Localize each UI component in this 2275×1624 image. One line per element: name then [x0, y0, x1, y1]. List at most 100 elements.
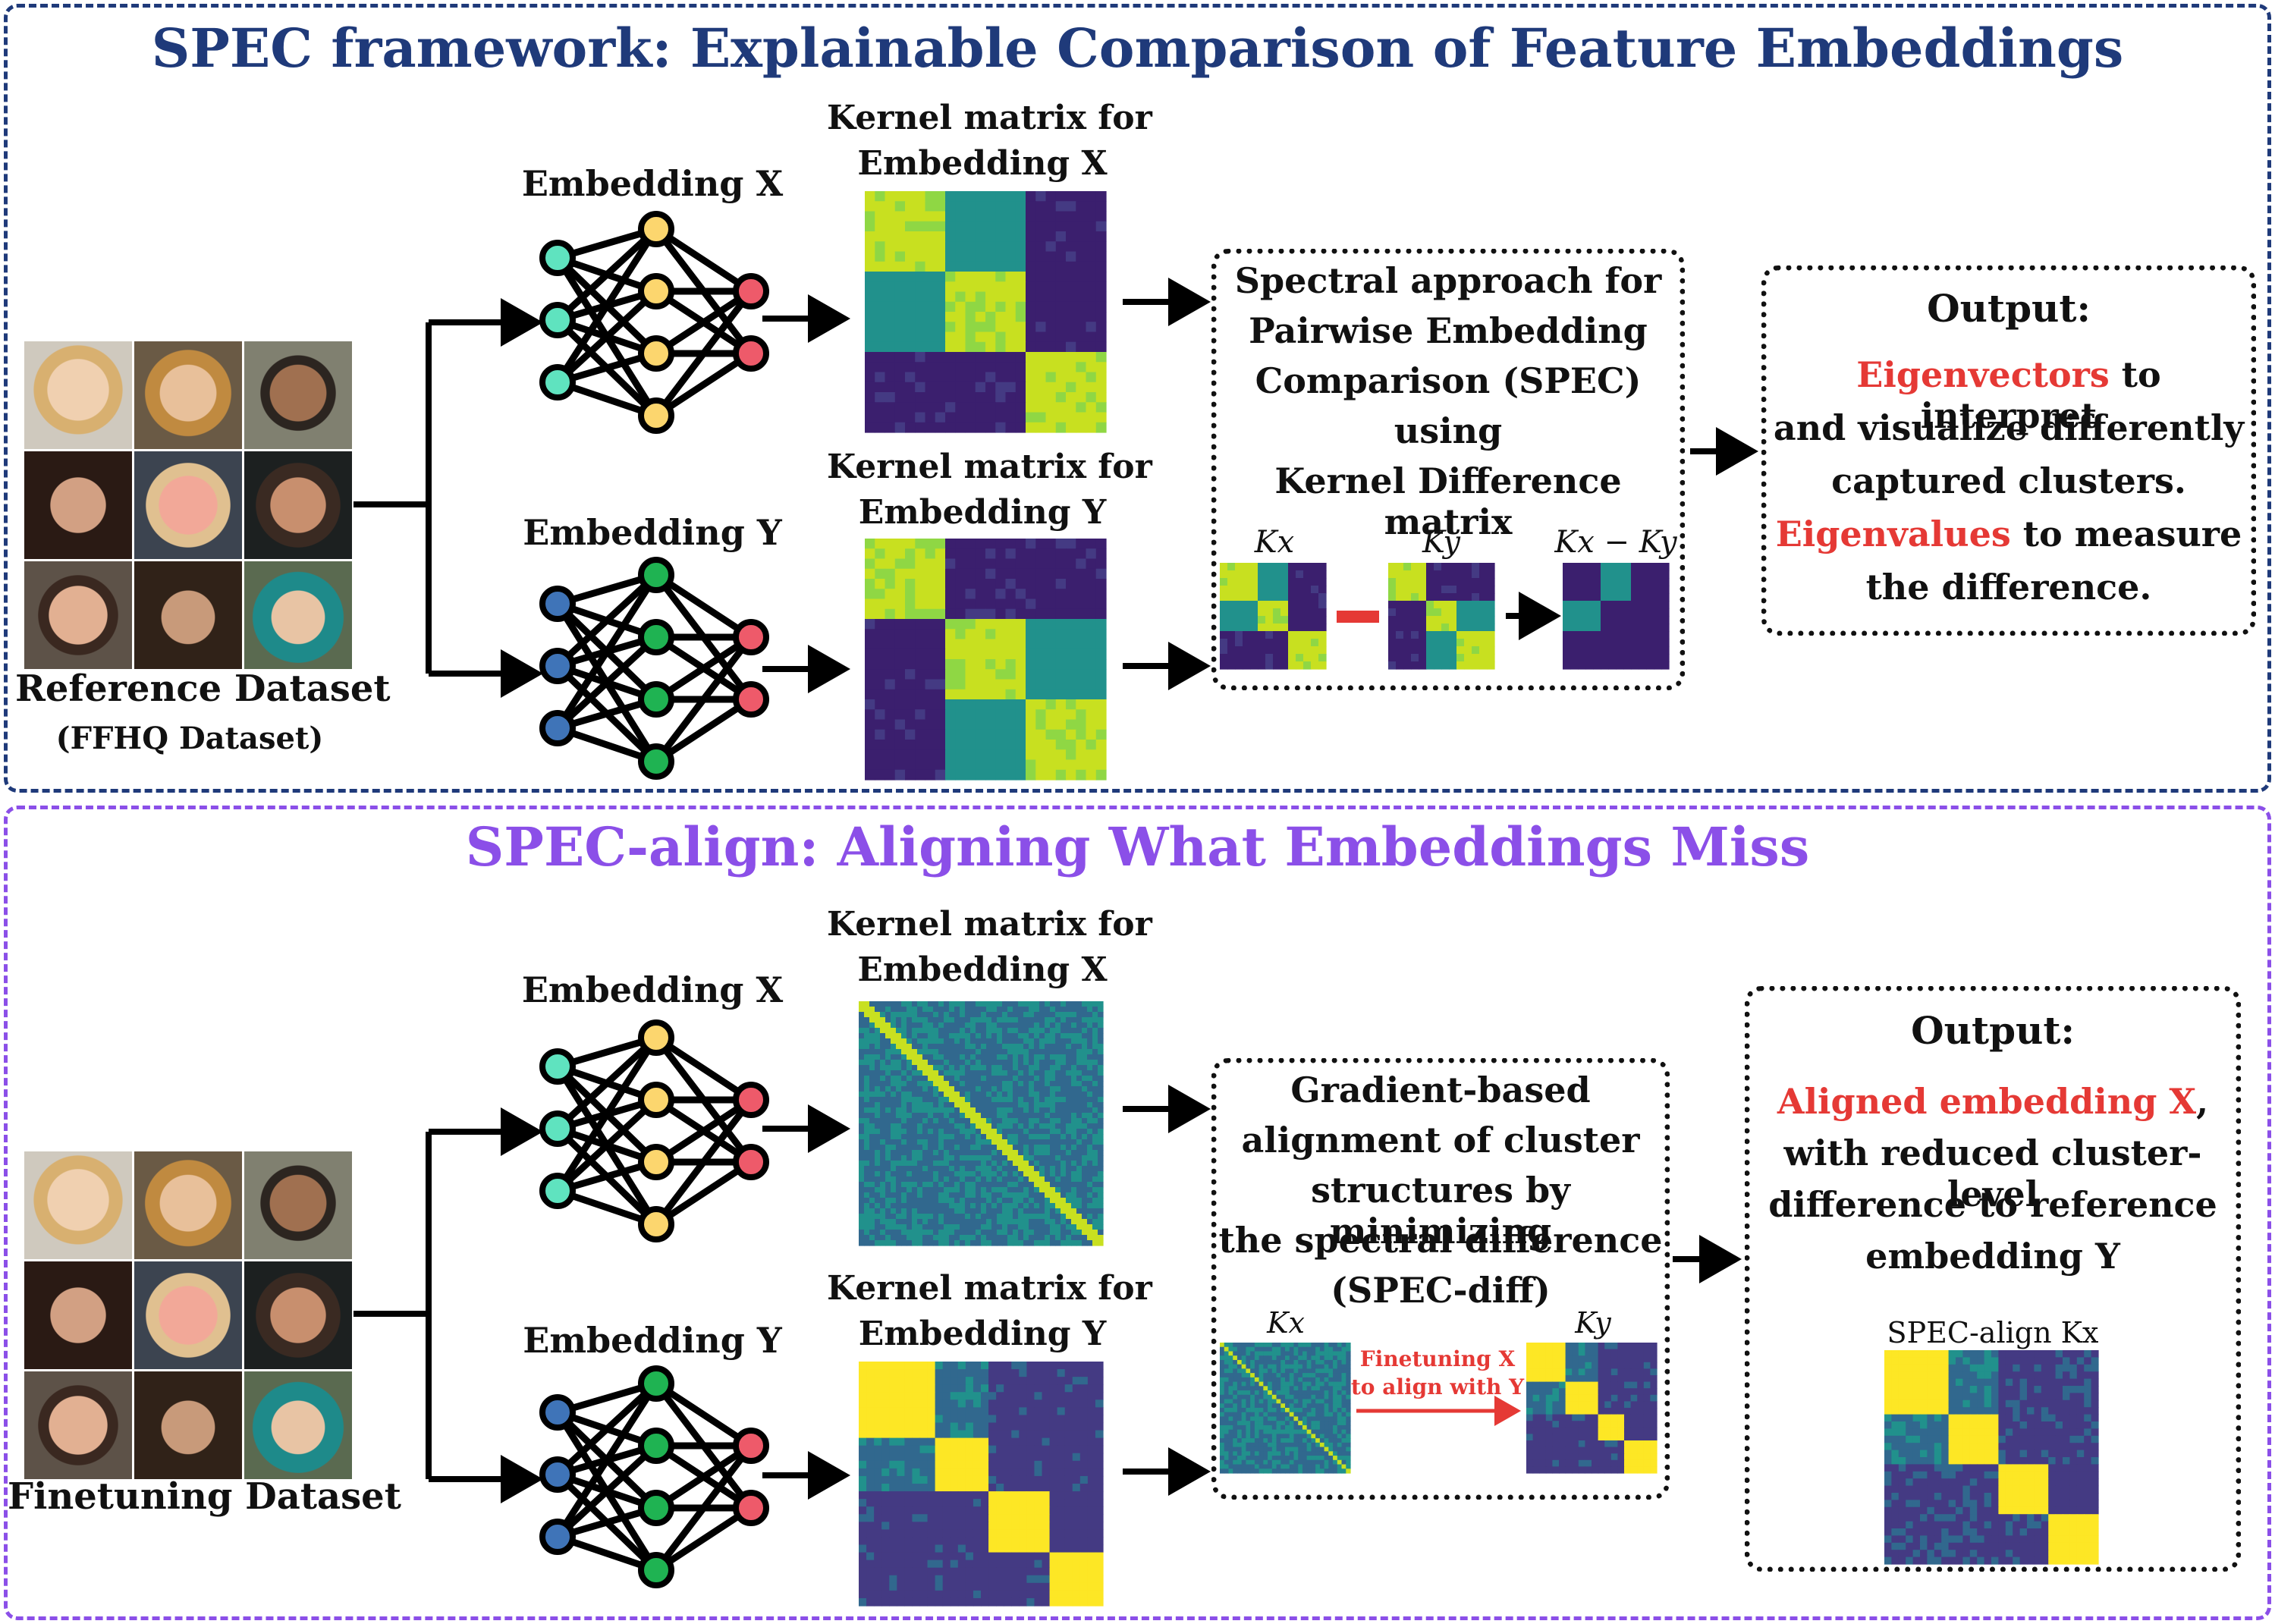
face-image	[24, 1371, 132, 1479]
spec-align-matrix	[1884, 1350, 2099, 1565]
net-node	[638, 1206, 674, 1242]
net-node	[539, 586, 576, 622]
output-box-1: Output: Eigenvectors to interpret and vi…	[1761, 265, 2256, 636]
net-node	[638, 743, 674, 780]
reference-dataset-label: Reference Dataset	[15, 668, 391, 710]
output2-comma: ,	[2196, 1081, 2209, 1122]
net-node	[539, 364, 576, 401]
face-grid-reference	[24, 341, 352, 669]
panel2-arrows	[354, 1085, 1742, 1503]
embedding-x-label-2: Embedding X	[521, 969, 784, 1010]
face-grid-finetuning	[24, 1151, 352, 1479]
net-node	[638, 1428, 674, 1464]
mini-ky-matrix-2	[1526, 1343, 1658, 1474]
kernel-matrix-y-1	[865, 539, 1107, 781]
embedding-x-network-1	[539, 211, 769, 434]
net-node	[539, 1519, 576, 1555]
net-node	[539, 648, 576, 684]
output-line-2: and visualize differently	[1773, 407, 2245, 448]
net-node	[638, 397, 674, 434]
kernel-y-label-1b: Embedding Y	[858, 493, 1107, 532]
mini-ky-matrix	[1388, 563, 1495, 670]
output-box-2: Output: Aligned embedding X, with reduce…	[1745, 986, 2241, 1572]
mini-kx-matrix	[1220, 563, 1327, 670]
eigenvalues-text: Eigenvalues	[1775, 514, 2011, 554]
embedding-x-network-2	[539, 1019, 769, 1242]
face-image	[244, 1371, 352, 1479]
finetune-text-2: to align with Y	[1350, 1374, 1525, 1399]
face-image	[134, 1151, 242, 1259]
face-image	[24, 341, 132, 449]
embedding-x-label-1: Embedding X	[521, 163, 784, 204]
face-image	[244, 1151, 352, 1259]
mini-kx-label-2: Kx	[1267, 1306, 1305, 1340]
net-node	[638, 335, 674, 372]
eigenvectors-text: Eigenvectors	[1856, 354, 2110, 395]
face-image	[24, 451, 132, 559]
face-image	[134, 1371, 242, 1479]
net-node	[733, 1490, 769, 1526]
reference-dataset-sublabel: (FFHQ Dataset)	[55, 721, 324, 756]
kernel-y-label-2b: Embedding Y	[858, 1315, 1107, 1353]
face-image	[24, 561, 132, 669]
face-image	[134, 561, 242, 669]
method-line: Pairwise Embedding	[1249, 310, 1648, 351]
face-image	[244, 341, 352, 449]
net-node	[539, 1456, 576, 1493]
method-line: using	[1394, 410, 1503, 451]
kernel-matrix-y-2	[859, 1362, 1104, 1607]
net-node	[539, 240, 576, 276]
net-node	[539, 710, 576, 746]
net-node	[638, 211, 674, 247]
net-node	[638, 619, 674, 655]
method-line: the spectral difference	[1218, 1220, 1663, 1261]
net-node	[638, 1490, 674, 1526]
net-node	[638, 273, 674, 309]
net-node	[638, 1365, 674, 1402]
method-line: Comparison (SPEC)	[1255, 360, 1642, 401]
output2-line-1: Aligned embedding X,	[1750, 1081, 2236, 1122]
net-node	[539, 1048, 576, 1085]
mini-kx-matrix-2	[1220, 1343, 1351, 1474]
mini-kx-label: Kx	[1254, 525, 1295, 560]
net-node	[638, 1019, 674, 1056]
method-line: Gradient-based	[1290, 1070, 1591, 1110]
net-node	[638, 1144, 674, 1180]
net-node	[539, 1173, 576, 1209]
output-line-4: Eigenvalues to measure	[1767, 514, 2251, 554]
face-image	[244, 451, 352, 559]
kernel-x-label-2a: Kernel matrix for	[827, 905, 1152, 944]
kernel-x-label-1a: Kernel matrix for	[827, 99, 1152, 137]
output-line1-rest: to interpret	[1920, 354, 2161, 436]
embedding-y-network-1	[539, 557, 769, 780]
method-line: structures by minimizing	[1311, 1170, 1570, 1252]
embedding-y-label-2: Embedding Y	[523, 1320, 782, 1361]
method-line: Spectral approach for	[1234, 260, 1662, 301]
net-node	[539, 302, 576, 338]
output-line-5: the difference.	[1865, 567, 2152, 608]
mini-ky-label-2: Ky	[1575, 1306, 1611, 1340]
finetune-text-1: Finetuning X	[1359, 1346, 1516, 1371]
face-image	[244, 1261, 352, 1369]
kernel-x-label-2b: Embedding X	[857, 950, 1108, 989]
face-image	[24, 1151, 132, 1259]
kernel-y-label-2a: Kernel matrix for	[827, 1269, 1152, 1308]
output-title: Output:	[1927, 286, 2091, 331]
minus-sign	[1337, 611, 1379, 623]
output2-line-3: difference to reference	[1768, 1184, 2217, 1225]
embedding-y-network-2	[539, 1365, 769, 1588]
kernel-x-label-1b: Embedding X	[857, 144, 1108, 183]
net-node	[638, 557, 674, 593]
output-line-1: Eigenvectors to interpret	[1767, 354, 2251, 436]
face-image	[244, 561, 352, 669]
method-line: Kernel Difference matrix	[1274, 460, 1622, 542]
finetuning-dataset-label: Finetuning Dataset	[8, 1475, 401, 1518]
kernel-matrix-x-1	[865, 191, 1107, 433]
face-image	[134, 1261, 242, 1369]
net-node	[733, 681, 769, 718]
mini-diff-matrix	[1563, 563, 1670, 670]
output-title-2: Output:	[1911, 1008, 2075, 1053]
output-line-3: captured clusters.	[1831, 460, 2186, 501]
spec-framework-panel	[4, 4, 2271, 793]
